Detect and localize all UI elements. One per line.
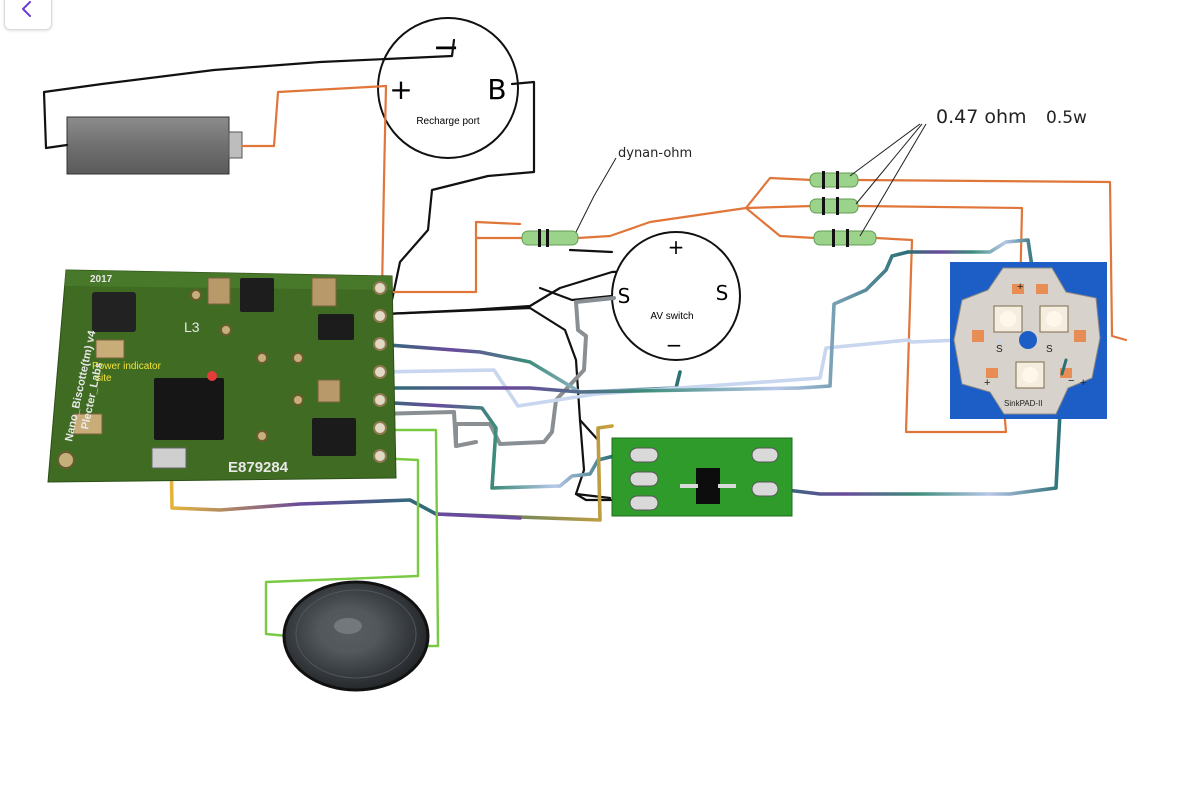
av-s-right-label: S bbox=[716, 281, 729, 305]
resistor bbox=[521, 229, 579, 247]
led-minus-label: − bbox=[1068, 375, 1074, 387]
recharge-minus-label: − bbox=[433, 28, 460, 66]
green-wires bbox=[264, 428, 440, 648]
recharge-plus-label: + bbox=[389, 73, 412, 106]
resistor bbox=[809, 197, 859, 215]
board-year: 2017 bbox=[90, 274, 113, 285]
power-indicator-site-label: site bbox=[96, 373, 112, 384]
chip bbox=[312, 418, 356, 456]
recharge-b-label: B bbox=[487, 73, 506, 106]
av-plus-label: + bbox=[668, 235, 685, 259]
speaker bbox=[282, 580, 430, 692]
power-indicator-label: Power indicator bbox=[92, 361, 162, 372]
recharge-port-label: Recharge port bbox=[416, 116, 480, 127]
board-pads bbox=[373, 281, 387, 463]
av-switch: AV switch + − S S bbox=[611, 231, 741, 361]
chip bbox=[154, 378, 224, 440]
gray-wire bbox=[374, 296, 616, 448]
resistor-value-label: 0.47 ohm bbox=[936, 106, 1027, 128]
resistor bbox=[809, 171, 859, 189]
av-minus-label: − bbox=[666, 333, 683, 357]
av-s-left-label: S bbox=[618, 284, 631, 308]
led-star-model: SinkPAD-II bbox=[1004, 399, 1043, 408]
led-plus-label-2: + bbox=[984, 377, 990, 389]
board-l3-label: L3 bbox=[184, 319, 200, 335]
led-s-label: S bbox=[996, 344, 1003, 355]
chevron-left-icon bbox=[22, 1, 31, 17]
resistor bbox=[813, 229, 877, 247]
led-plus-label: + bbox=[1017, 281, 1023, 293]
power-indicator-led bbox=[207, 371, 217, 381]
mount-hole bbox=[57, 451, 75, 469]
led-s-label-2: S bbox=[1046, 344, 1053, 355]
recharge-port: Recharge port − + B bbox=[377, 17, 519, 159]
battery bbox=[66, 116, 243, 175]
back-button[interactable] bbox=[4, 0, 52, 30]
resistor-annotation bbox=[575, 123, 927, 237]
resistor-wattage-label: 0.5w bbox=[1046, 108, 1087, 128]
transistor bbox=[696, 468, 720, 504]
sound-board: E879284 2017 L3 Nano_Biscotte(tm) v4 Ple… bbox=[47, 269, 397, 483]
chip bbox=[92, 292, 136, 332]
resistors bbox=[521, 171, 877, 247]
av-switch-label: AV switch bbox=[650, 311, 693, 322]
board-serial: E879284 bbox=[228, 459, 289, 476]
led-star: + + + − S S SinkPAD-II bbox=[950, 262, 1107, 419]
switch-board bbox=[611, 437, 793, 517]
led-plus-label-3: + bbox=[1080, 377, 1086, 389]
dynamic-resistor-label: dynan-ohm bbox=[618, 146, 692, 161]
chip bbox=[318, 314, 354, 340]
orange-wires bbox=[240, 84, 1128, 434]
led-connectors bbox=[998, 338, 1068, 376]
chip bbox=[240, 278, 274, 312]
